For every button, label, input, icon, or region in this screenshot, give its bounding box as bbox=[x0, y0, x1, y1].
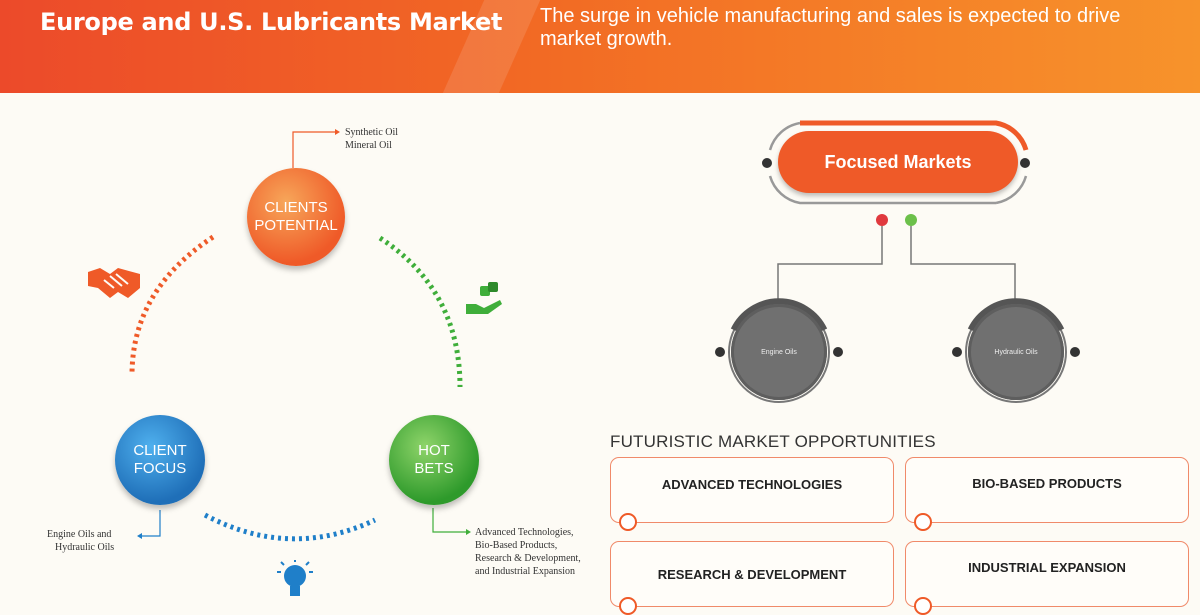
dice-hand-icon bbox=[466, 282, 502, 314]
note-item: Synthetic Oil bbox=[345, 127, 399, 138]
clients-potential-notes: Synthetic Oil Mineral Oil bbox=[345, 126, 398, 152]
note-item: Research & Development, bbox=[475, 553, 581, 564]
client-focus-label-1: CLIENT bbox=[133, 442, 187, 459]
red-dot bbox=[876, 214, 888, 226]
opportunity-card: INDUSTRIAL EXPANSION bbox=[905, 541, 1189, 615]
opportunity-card: BIO-BASED PRODUCTS bbox=[905, 457, 1189, 531]
pill-frame-top bbox=[800, 120, 1029, 151]
opportunity-label: BIO-BASED PRODUCTS bbox=[972, 476, 1122, 491]
header-banner: Europe and U.S. Lubricants Market The su… bbox=[0, 0, 1200, 93]
page-title: Europe and U.S. Lubricants Market bbox=[40, 8, 503, 36]
note-item: Engine Oils and bbox=[47, 529, 112, 540]
note-item: Mineral Oil bbox=[345, 140, 392, 151]
handshake-icon bbox=[88, 268, 140, 298]
opportunity-card: ADVANCED TECHNOLOGIES bbox=[610, 457, 894, 531]
hydraulic-oils-circle: Hydraulic Oils bbox=[968, 304, 1064, 400]
hot-bets-notes: Advanced Technologies, Bio-Based Product… bbox=[475, 526, 581, 578]
hot-bets-label-1: HOT bbox=[418, 442, 450, 459]
hot-bets-label-2: BETS bbox=[414, 460, 454, 477]
opportunity-card: RESEARCH & DEVELOPMENT bbox=[610, 541, 894, 615]
engine-oils-circle: Engine Oils bbox=[731, 304, 827, 400]
card-ring-icon bbox=[619, 513, 637, 531]
pill-frame-bottom bbox=[768, 175, 996, 205]
connector-hot-bets bbox=[432, 508, 466, 533]
opportunity-label: ADVANCED TECHNOLOGIES bbox=[661, 477, 843, 492]
note-item: Advanced Technologies, bbox=[475, 527, 574, 538]
clients-potential-label-2: POTENTIAL bbox=[254, 217, 338, 234]
connector-client-focus bbox=[142, 510, 161, 537]
arc-bottom bbox=[203, 512, 377, 542]
note-item: Hydraulic Oils bbox=[55, 542, 115, 553]
client-focus-notes: Engine Oils and Hydraulic Oils bbox=[47, 528, 114, 554]
focused-markets-pill: Focused Markets bbox=[778, 131, 1018, 193]
cycle-diagram bbox=[88, 129, 502, 596]
hydraulic-oils-label: Hydraulic Oils bbox=[994, 348, 1038, 356]
green-dot bbox=[905, 214, 917, 226]
note-item: and Industrial Expansion bbox=[475, 566, 575, 577]
engine-oils-label: Engine Oils bbox=[761, 348, 797, 356]
header-tagline: The surge in vehicle manufacturing and s… bbox=[540, 5, 1121, 50]
opportunities-title: FUTURISTIC MARKET OPPORTUNITIES bbox=[610, 432, 936, 451]
note-item: Bio-Based Products, bbox=[475, 540, 558, 551]
card-ring-icon bbox=[914, 513, 932, 531]
arc-left bbox=[129, 234, 215, 376]
connector-clients bbox=[292, 131, 335, 168]
arc-right bbox=[378, 235, 463, 388]
clients-potential-label-1: CLIENTS bbox=[264, 199, 328, 216]
lightbulb-icon bbox=[277, 560, 313, 596]
client-focus-label-2: FOCUS bbox=[133, 460, 187, 477]
focused-markets-diagram bbox=[715, 120, 1080, 403]
opportunity-label: RESEARCH & DEVELOPMENT bbox=[657, 567, 847, 582]
opportunity-label: INDUSTRIAL EXPANSION bbox=[968, 560, 1126, 575]
